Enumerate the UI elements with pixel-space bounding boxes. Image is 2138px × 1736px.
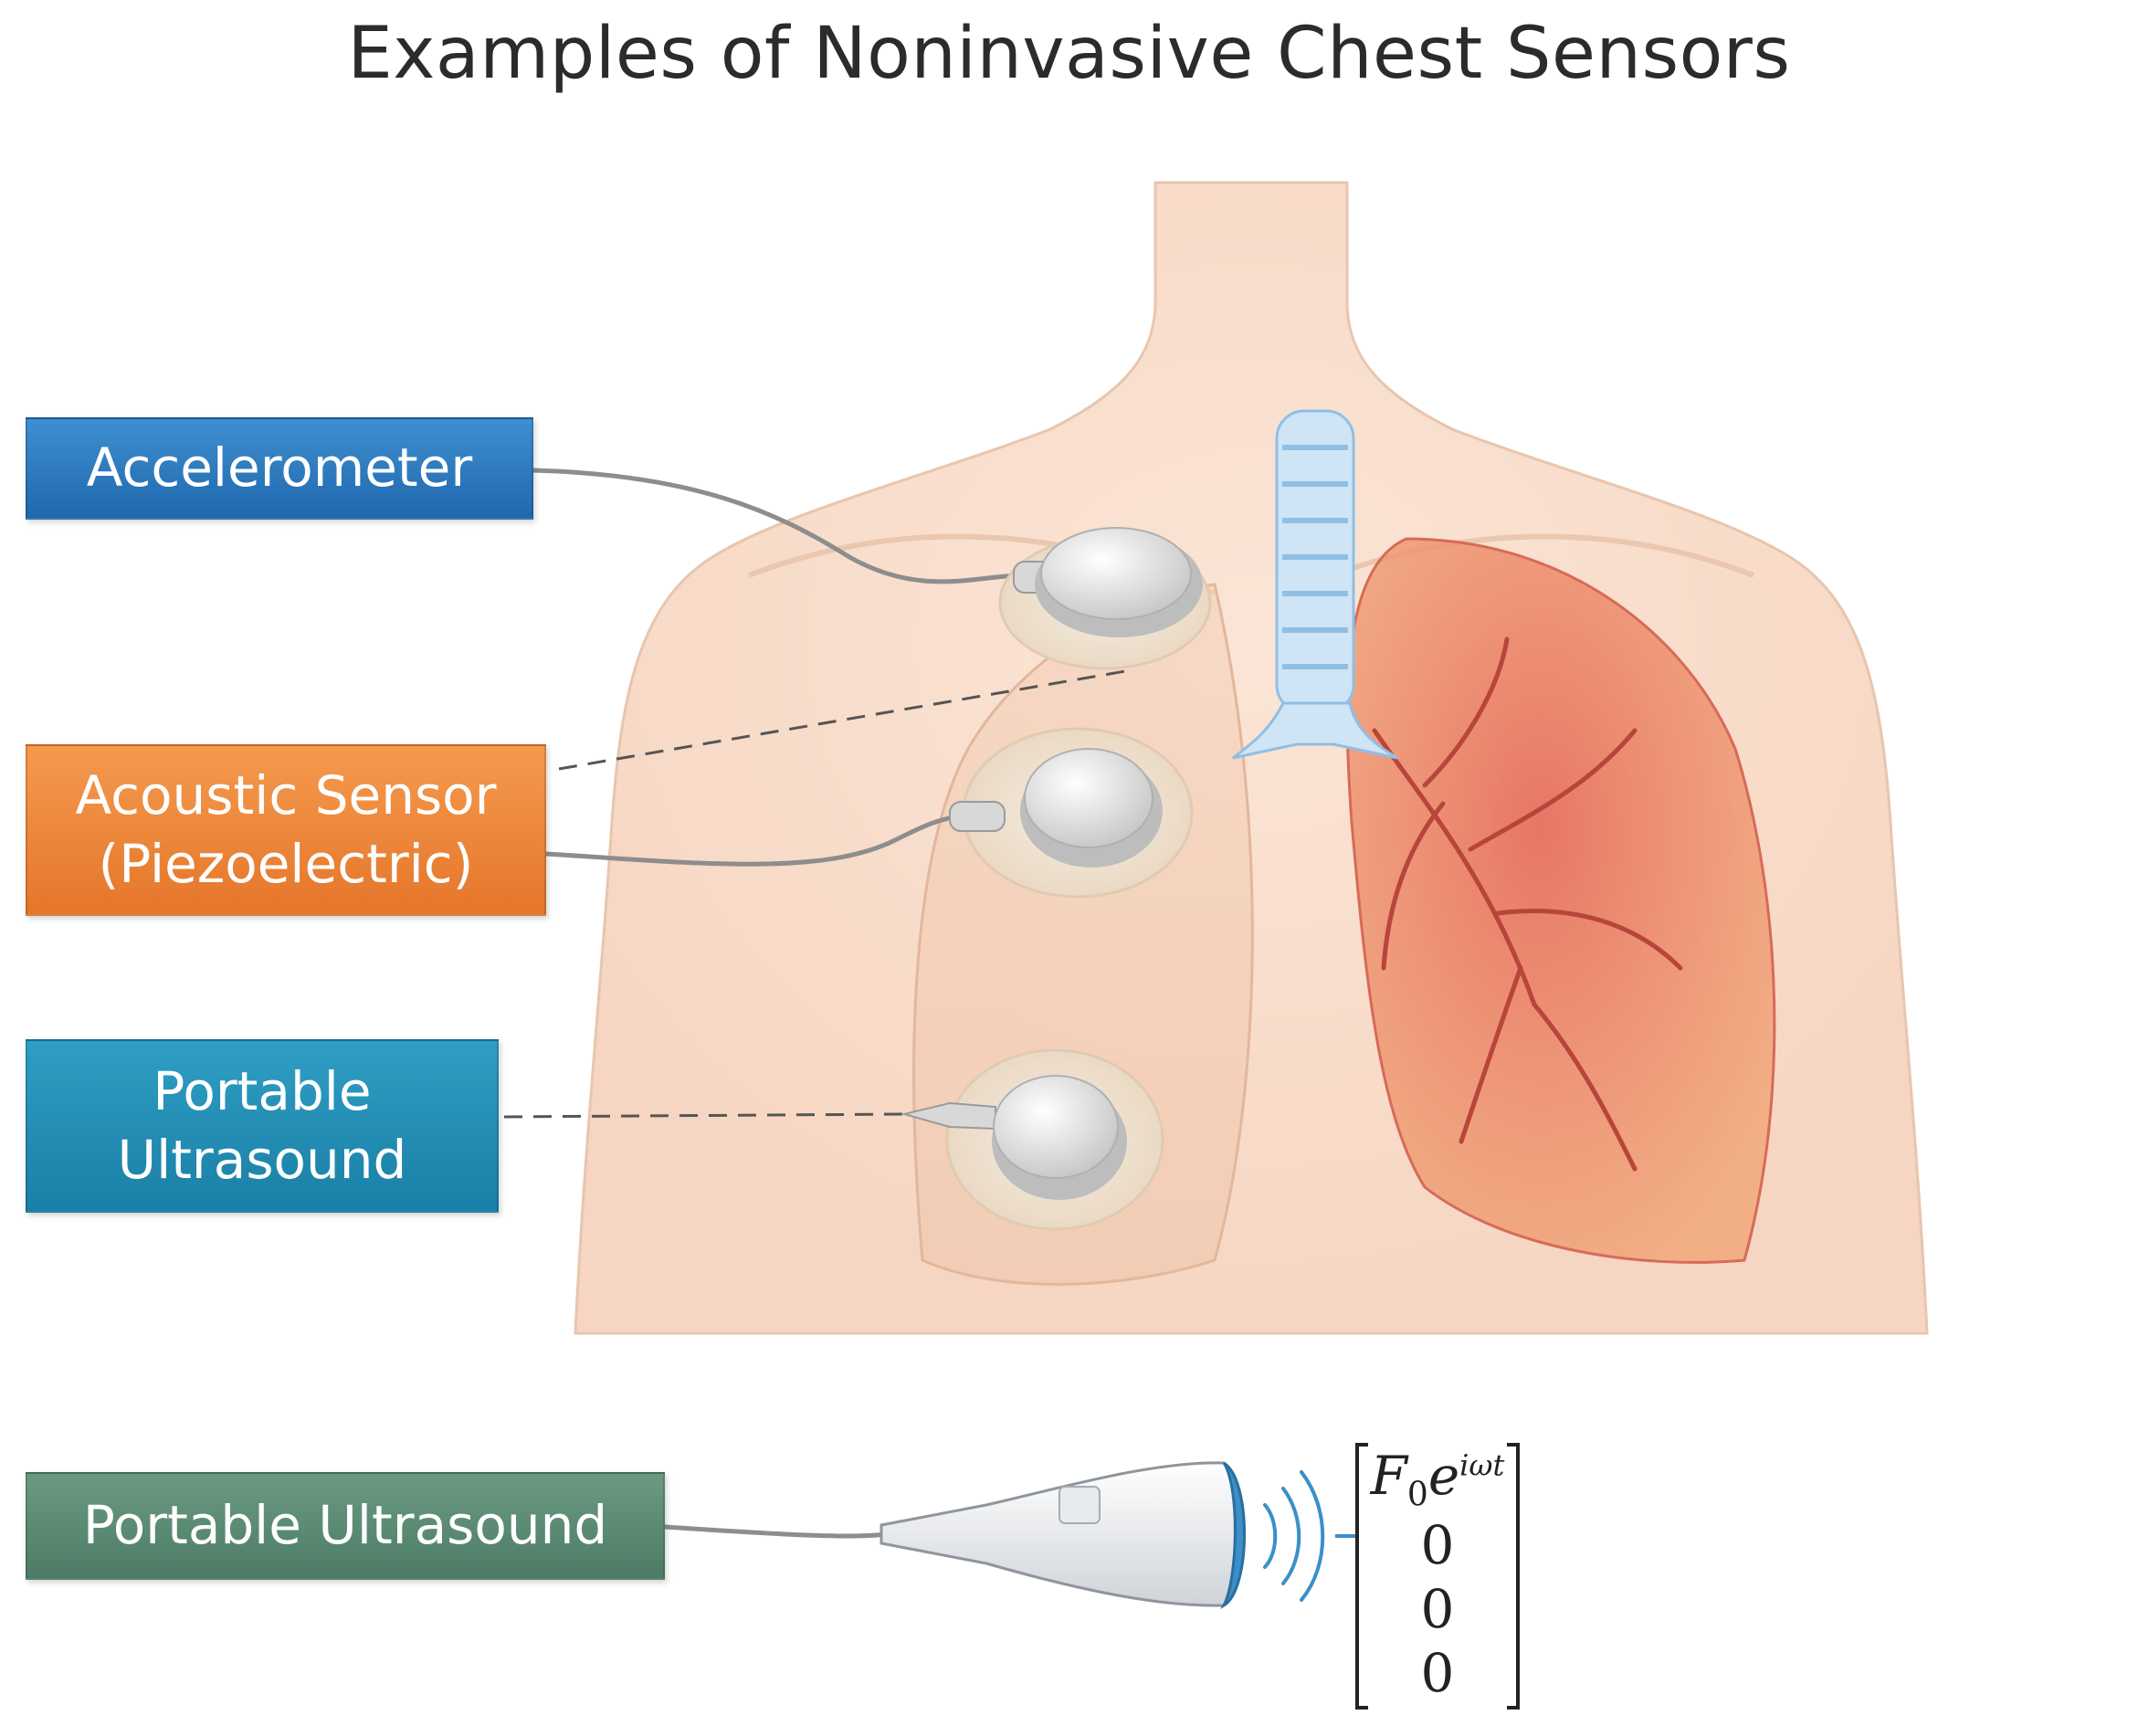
- acoustic-cable: [545, 813, 969, 867]
- accelerometer-sensor: [998, 527, 1212, 670]
- page-title: Examples of Noninvasive Chest Sensors: [347, 13, 1791, 95]
- matrix-right-bracket: [1507, 1443, 1520, 1710]
- matrix-left-bracket: [1355, 1443, 1368, 1710]
- matrix-row-4: 0: [1420, 1642, 1455, 1704]
- accelerometer-label-text: Accelerometer: [86, 437, 473, 500]
- probe-cable: [664, 1524, 887, 1539]
- clavicle-right: [1286, 533, 1755, 596]
- accelerometer-label: Accelerometer: [26, 417, 533, 520]
- acoustic-label-line2: (Piezoelectric): [98, 833, 474, 895]
- ultrasound-label-line1: Portable: [153, 1059, 372, 1122]
- ultrasound-probe: [879, 1461, 1246, 1610]
- bronchial-tree: [1372, 637, 1683, 1172]
- acoustic-sensor-label: Acoustic Sensor (Piezoelectric): [26, 744, 546, 916]
- ultrasound-sensor: [900, 1048, 1164, 1231]
- sound-wave-icon: [1263, 1470, 1325, 1602]
- acoustic-dashed-leader: [558, 669, 1126, 771]
- ultrasound-probe-label: Portable Ultrasound: [26, 1472, 665, 1580]
- matrix-row-1: F0eiωt: [1370, 1445, 1505, 1514]
- matrix-row-3: 0: [1420, 1578, 1455, 1640]
- lung-right: [1345, 537, 1776, 1264]
- signal-vector-matrix: F0eiωt 0 0 0: [1355, 1443, 1520, 1710]
- ultrasound-label-line2: Ultrasound: [117, 1129, 407, 1191]
- acoustic-sensor: [949, 727, 1194, 899]
- trachea: [1232, 409, 1398, 760]
- matrix-row-2: 0: [1420, 1514, 1455, 1576]
- ultrasound-dashed-leader: [503, 1112, 905, 1119]
- portable-ultrasound-label: Portable Ultrasound: [26, 1039, 499, 1213]
- acoustic-label-line1: Acoustic Sensor: [75, 763, 497, 826]
- ultrasound-probe-label-text: Portable Ultrasound: [82, 1494, 608, 1557]
- accelerometer-cable: [532, 468, 1024, 584]
